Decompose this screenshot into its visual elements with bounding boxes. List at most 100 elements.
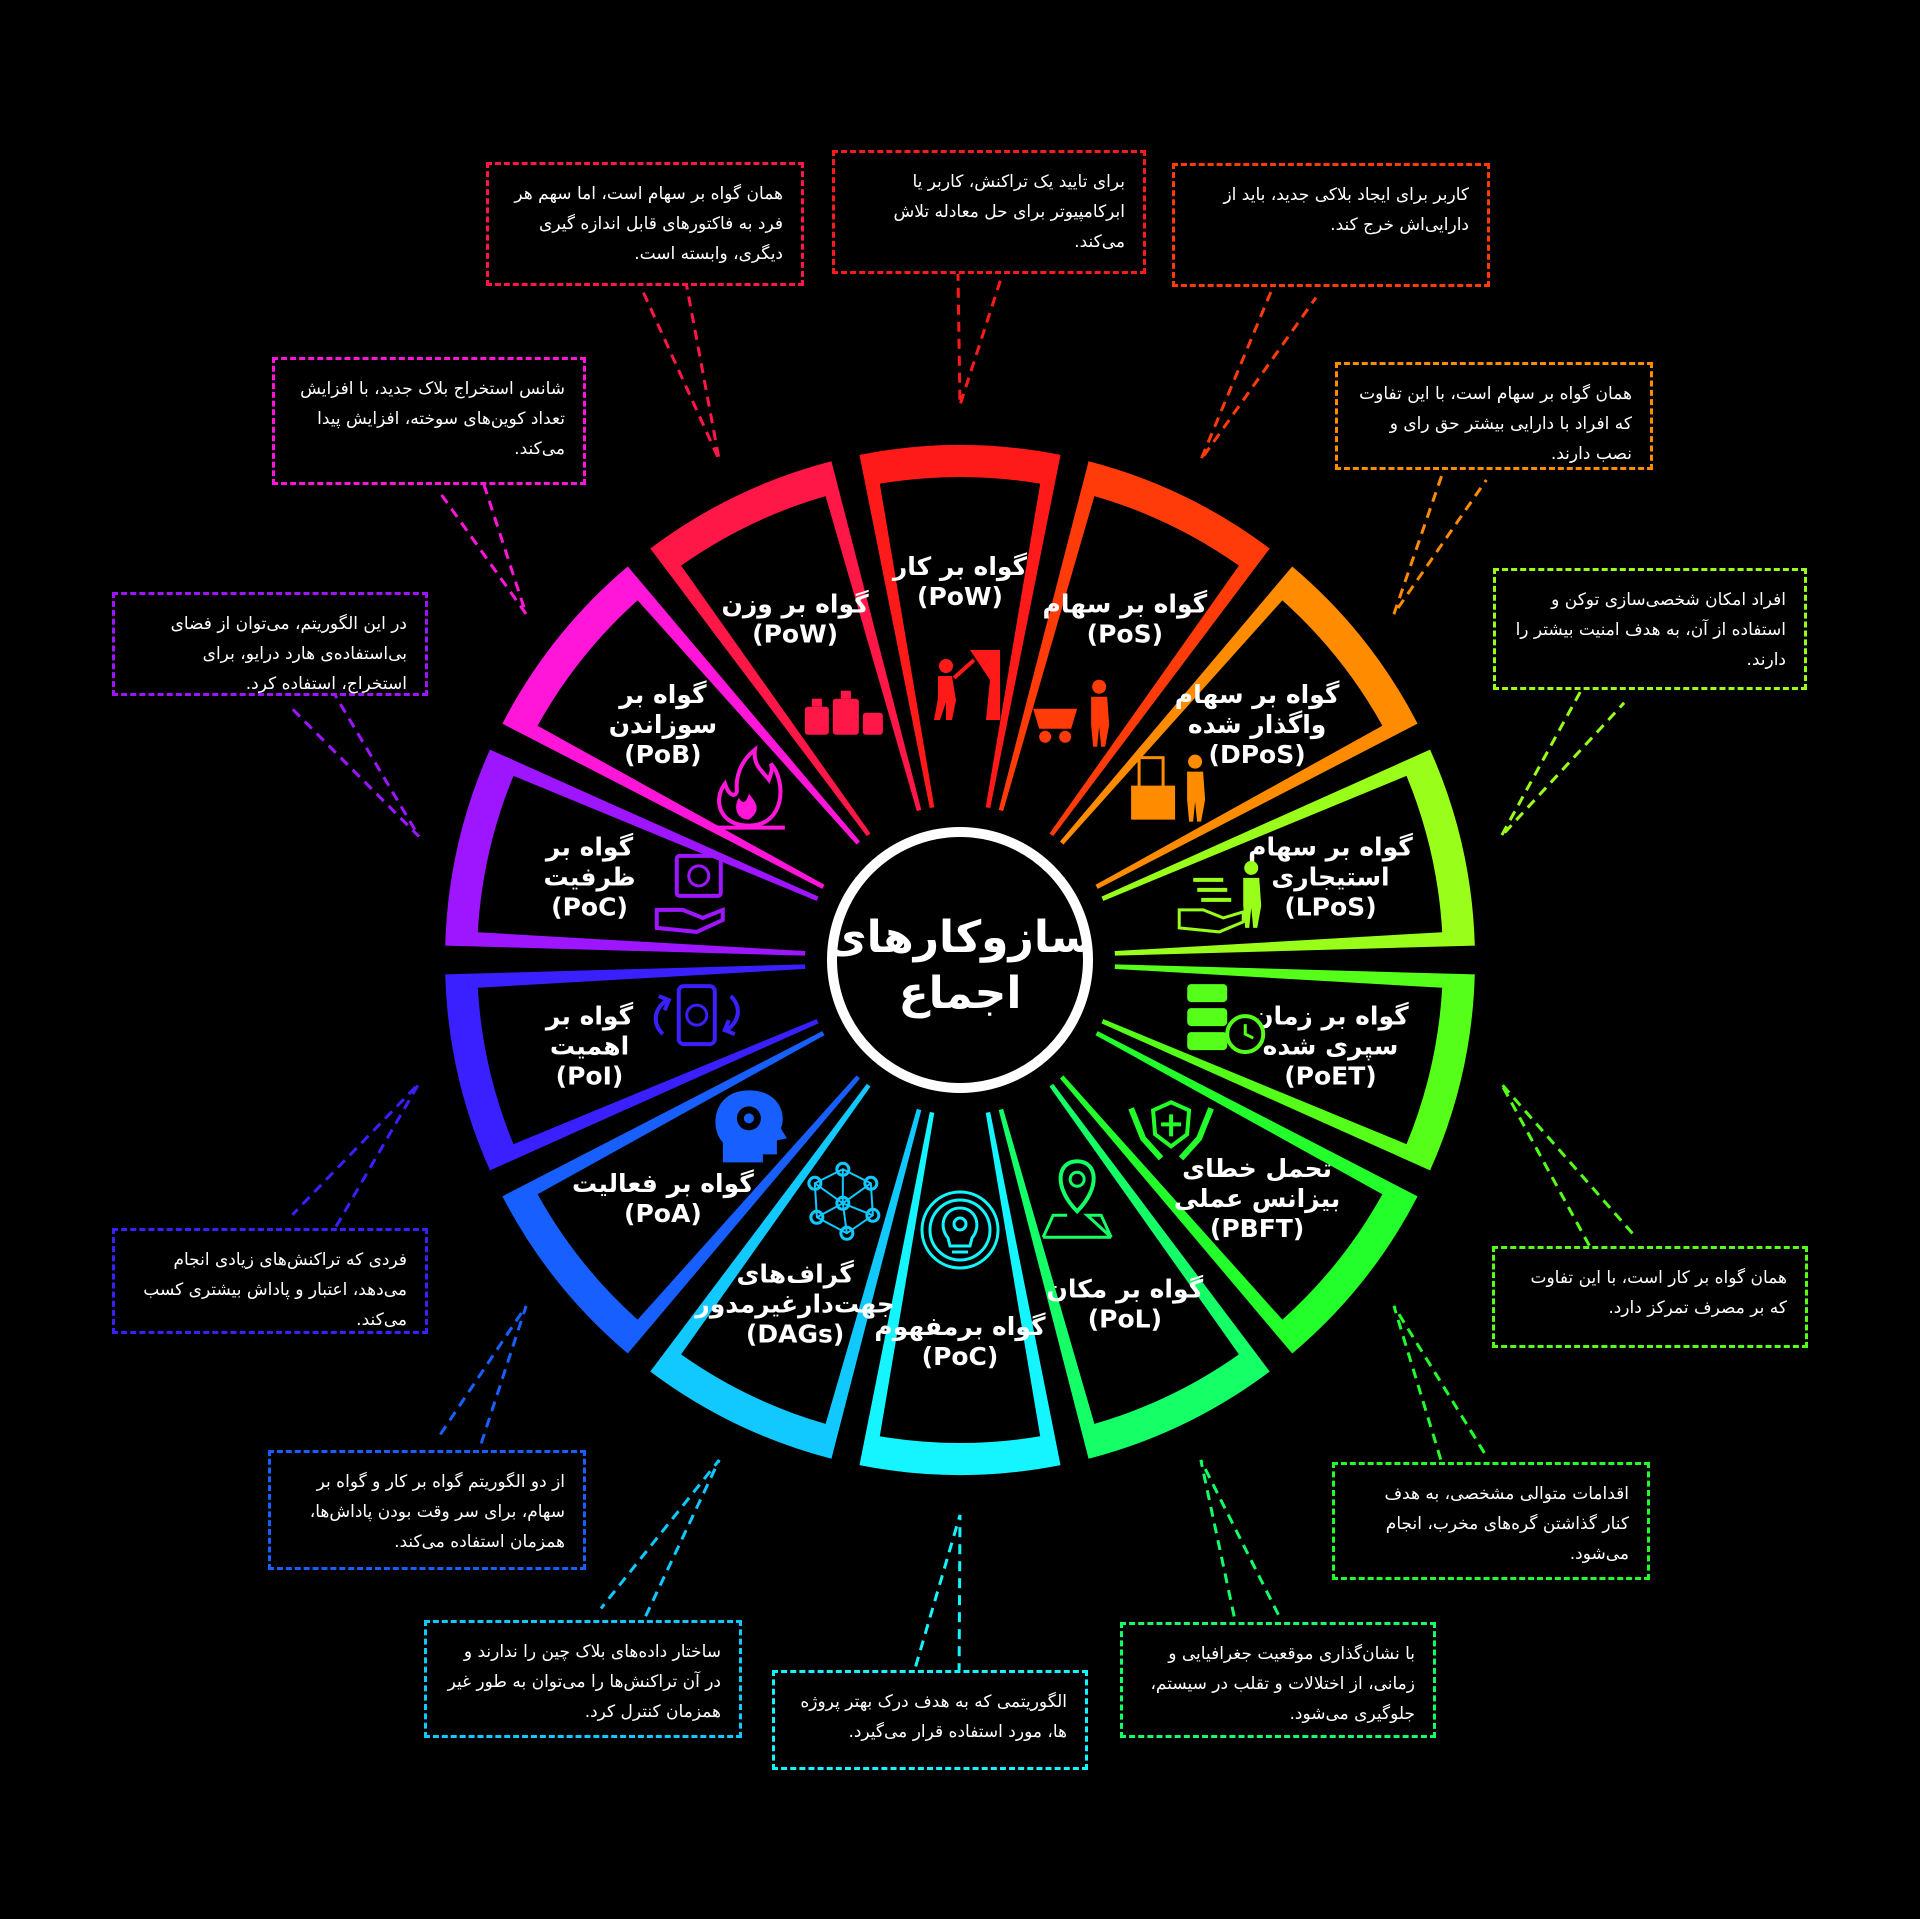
segment-0: گواه بر کار(PoW) bbox=[859, 445, 1061, 818]
segment-title-2-line-0: گواه بر سهام bbox=[1175, 680, 1340, 710]
segment-title-0-line-1: (PoW) bbox=[917, 582, 1003, 611]
segment-title-12-line-1: سوزاندن bbox=[609, 710, 717, 740]
segment-title-3-line-1: استیجاری bbox=[1271, 862, 1389, 891]
connector-1 bbox=[1199, 275, 1318, 461]
callout-13: همان گواه بر سهام است، اما سهم هر فرد به… bbox=[486, 162, 804, 286]
ballot-box-icon bbox=[1131, 754, 1206, 822]
segment-title-5-line-2: (PBFT) bbox=[1210, 1214, 1304, 1243]
callout-1: کاربر برای ایجاد بلاکی جدید، باید از دار… bbox=[1172, 163, 1490, 287]
segment-title-5-line-1: بیزانس عملی bbox=[1174, 1184, 1340, 1214]
connector-5 bbox=[1392, 1305, 1486, 1472]
server-clock-icon bbox=[1187, 984, 1266, 1055]
connector-0 bbox=[956, 270, 1003, 406]
segment-title-6-line-1: (PoL) bbox=[1088, 1304, 1162, 1333]
mine-cart-icon bbox=[1033, 679, 1110, 747]
center-hub: سازوکارهای اجماع bbox=[826, 827, 1094, 1093]
segment-inner-9 bbox=[537, 1030, 864, 1320]
segment-inner-11 bbox=[477, 775, 826, 952]
callout-4: همان گواه بر کار است، با این تفاوت که بر… bbox=[1492, 1246, 1808, 1348]
money-exchange-icon bbox=[653, 984, 740, 1047]
segment-inner-12 bbox=[537, 600, 864, 890]
miner-icon bbox=[934, 650, 1000, 720]
callout-8: ساختار داده‌های بلاک چین را ندارند و در … bbox=[424, 1620, 742, 1738]
connector-8 bbox=[599, 1459, 721, 1633]
segment-title-5-line-0: تحمل خطای bbox=[1182, 1154, 1332, 1183]
callout-5: اقدامات متوالی مشخصی، به هدف کنار گذاشتن… bbox=[1332, 1462, 1650, 1580]
connector-2 bbox=[1392, 459, 1488, 615]
segment-title-3-line-2: (LPoS) bbox=[1284, 892, 1376, 921]
callout-9: از دو الگوریتم گواه بر کار و گواه بر سها… bbox=[268, 1450, 586, 1570]
segment-title-7-line-1: (PoC) bbox=[922, 1342, 999, 1371]
segment-inner-8 bbox=[681, 1078, 920, 1424]
callout-7: الگوریتمی که به هدف درک بهتر پروژه ها، م… bbox=[772, 1670, 1088, 1770]
segment-inner-4 bbox=[1094, 968, 1443, 1145]
segment-title-10-line-1: اهمیت bbox=[550, 1032, 629, 1061]
segment-inner-1 bbox=[1000, 496, 1239, 842]
connector-10 bbox=[291, 1082, 421, 1242]
segment-title-0-line-0: گواه بر کار bbox=[891, 552, 1028, 582]
segment-inner-0 bbox=[879, 477, 1041, 818]
segment-title-8-line-1: جهت‌دارغیرمدور bbox=[693, 1289, 894, 1319]
segment-title-12-line-2: (PoB) bbox=[624, 740, 701, 769]
connector-4 bbox=[1499, 1082, 1634, 1260]
segment-6: گواه بر مکان(PoL) bbox=[998, 1078, 1270, 1459]
connector-11 bbox=[291, 681, 421, 838]
connector-9 bbox=[435, 1305, 528, 1461]
wheel: گواه بر کار(PoW)گواه بر سهام(PoS)گواه بر… bbox=[445, 445, 1475, 1475]
segment-title-13-line-1: (PoW) bbox=[752, 620, 838, 649]
segment-title-8-line-0: گراف‌های bbox=[736, 1259, 854, 1289]
segment-1: گواه بر سهام(PoS) bbox=[998, 461, 1270, 842]
segment-title-10-line-0: گواه بر bbox=[544, 1002, 634, 1032]
segment-inner-7 bbox=[879, 1102, 1041, 1443]
connector-7 bbox=[914, 1514, 962, 1674]
connector-6 bbox=[1199, 1459, 1280, 1630]
segment-13: گواه بر وزن(PoW) bbox=[650, 461, 922, 842]
segment-inner-5 bbox=[1056, 1030, 1383, 1320]
segment-title-7-line-0: گواه برمفهوم bbox=[874, 1312, 1046, 1342]
callout-12: شانس استخراج بلاک جدید، با افزایش تعداد … bbox=[272, 357, 586, 485]
segment-title-11-line-2: (PoC) bbox=[551, 892, 628, 921]
callout-2: همان گواه بر سهام است، با این تفاوت که ا… bbox=[1335, 362, 1653, 470]
segment-title-1-line-0: گواه بر سهام bbox=[1043, 590, 1208, 620]
callout-3: افراد امکان شخصی‌سازی توکن و استفاده از … bbox=[1493, 568, 1807, 690]
center-title-line-1: سازوکارهای bbox=[826, 912, 1093, 963]
segment-title-9-line-1: (PoA) bbox=[624, 1199, 702, 1228]
center-circle bbox=[827, 827, 1093, 1093]
segment-title-11-line-1: ظرفیت bbox=[543, 862, 635, 892]
connector-3 bbox=[1499, 676, 1626, 838]
lightbulb-gear-icon bbox=[920, 1190, 1000, 1270]
map-pin-icon bbox=[1041, 1159, 1113, 1239]
segment-7: گواه برمفهوم(PoC) bbox=[859, 1102, 1061, 1475]
network-graph-icon bbox=[807, 1161, 881, 1241]
safe-hand-icon bbox=[654, 853, 725, 934]
hand-coins-icon bbox=[1177, 860, 1262, 934]
segment-title-2-line-2: (DPoS) bbox=[1209, 740, 1306, 769]
segment-12: گواه بر سوزاندن(PoB) bbox=[502, 566, 864, 890]
callout-11: در این الگوریتم، می‌توان از فضای بی‌استف… bbox=[112, 592, 428, 696]
center-title-line-2: اجماع bbox=[899, 968, 1022, 1019]
callout-10: فردی که تراکنش‌های زیادی انجام می‌دهد، ا… bbox=[112, 1228, 428, 1334]
segment-inner-3 bbox=[1094, 775, 1443, 952]
segment-title-4-line-0: گواه بر زمان bbox=[1252, 1002, 1409, 1032]
segment-title-6-line-0: گواه بر مکان bbox=[1047, 1274, 1204, 1304]
callout-6: با نشان‌گذاری موقعیت جغرافیایی و زمانی، … bbox=[1120, 1622, 1436, 1738]
segment-title-8-line-2: (DAGs) bbox=[746, 1319, 844, 1348]
head-gear-icon bbox=[715, 1090, 787, 1163]
connector-lines bbox=[291, 270, 1634, 1674]
segment-title-11-line-0: گواه بر bbox=[544, 832, 634, 862]
segment-title-10-line-2: (PoI) bbox=[556, 1062, 624, 1091]
connector-12 bbox=[440, 474, 528, 615]
segment-inner-6 bbox=[1000, 1078, 1239, 1424]
segment-title-4-line-1: سپری شده bbox=[1263, 1032, 1399, 1062]
weights-icon bbox=[804, 690, 883, 735]
fire-icon bbox=[712, 745, 785, 830]
segment-9: گواه بر فعالیت(PoA) bbox=[502, 1030, 864, 1354]
segment-title-4-line-2: (PoET) bbox=[1284, 1062, 1377, 1091]
